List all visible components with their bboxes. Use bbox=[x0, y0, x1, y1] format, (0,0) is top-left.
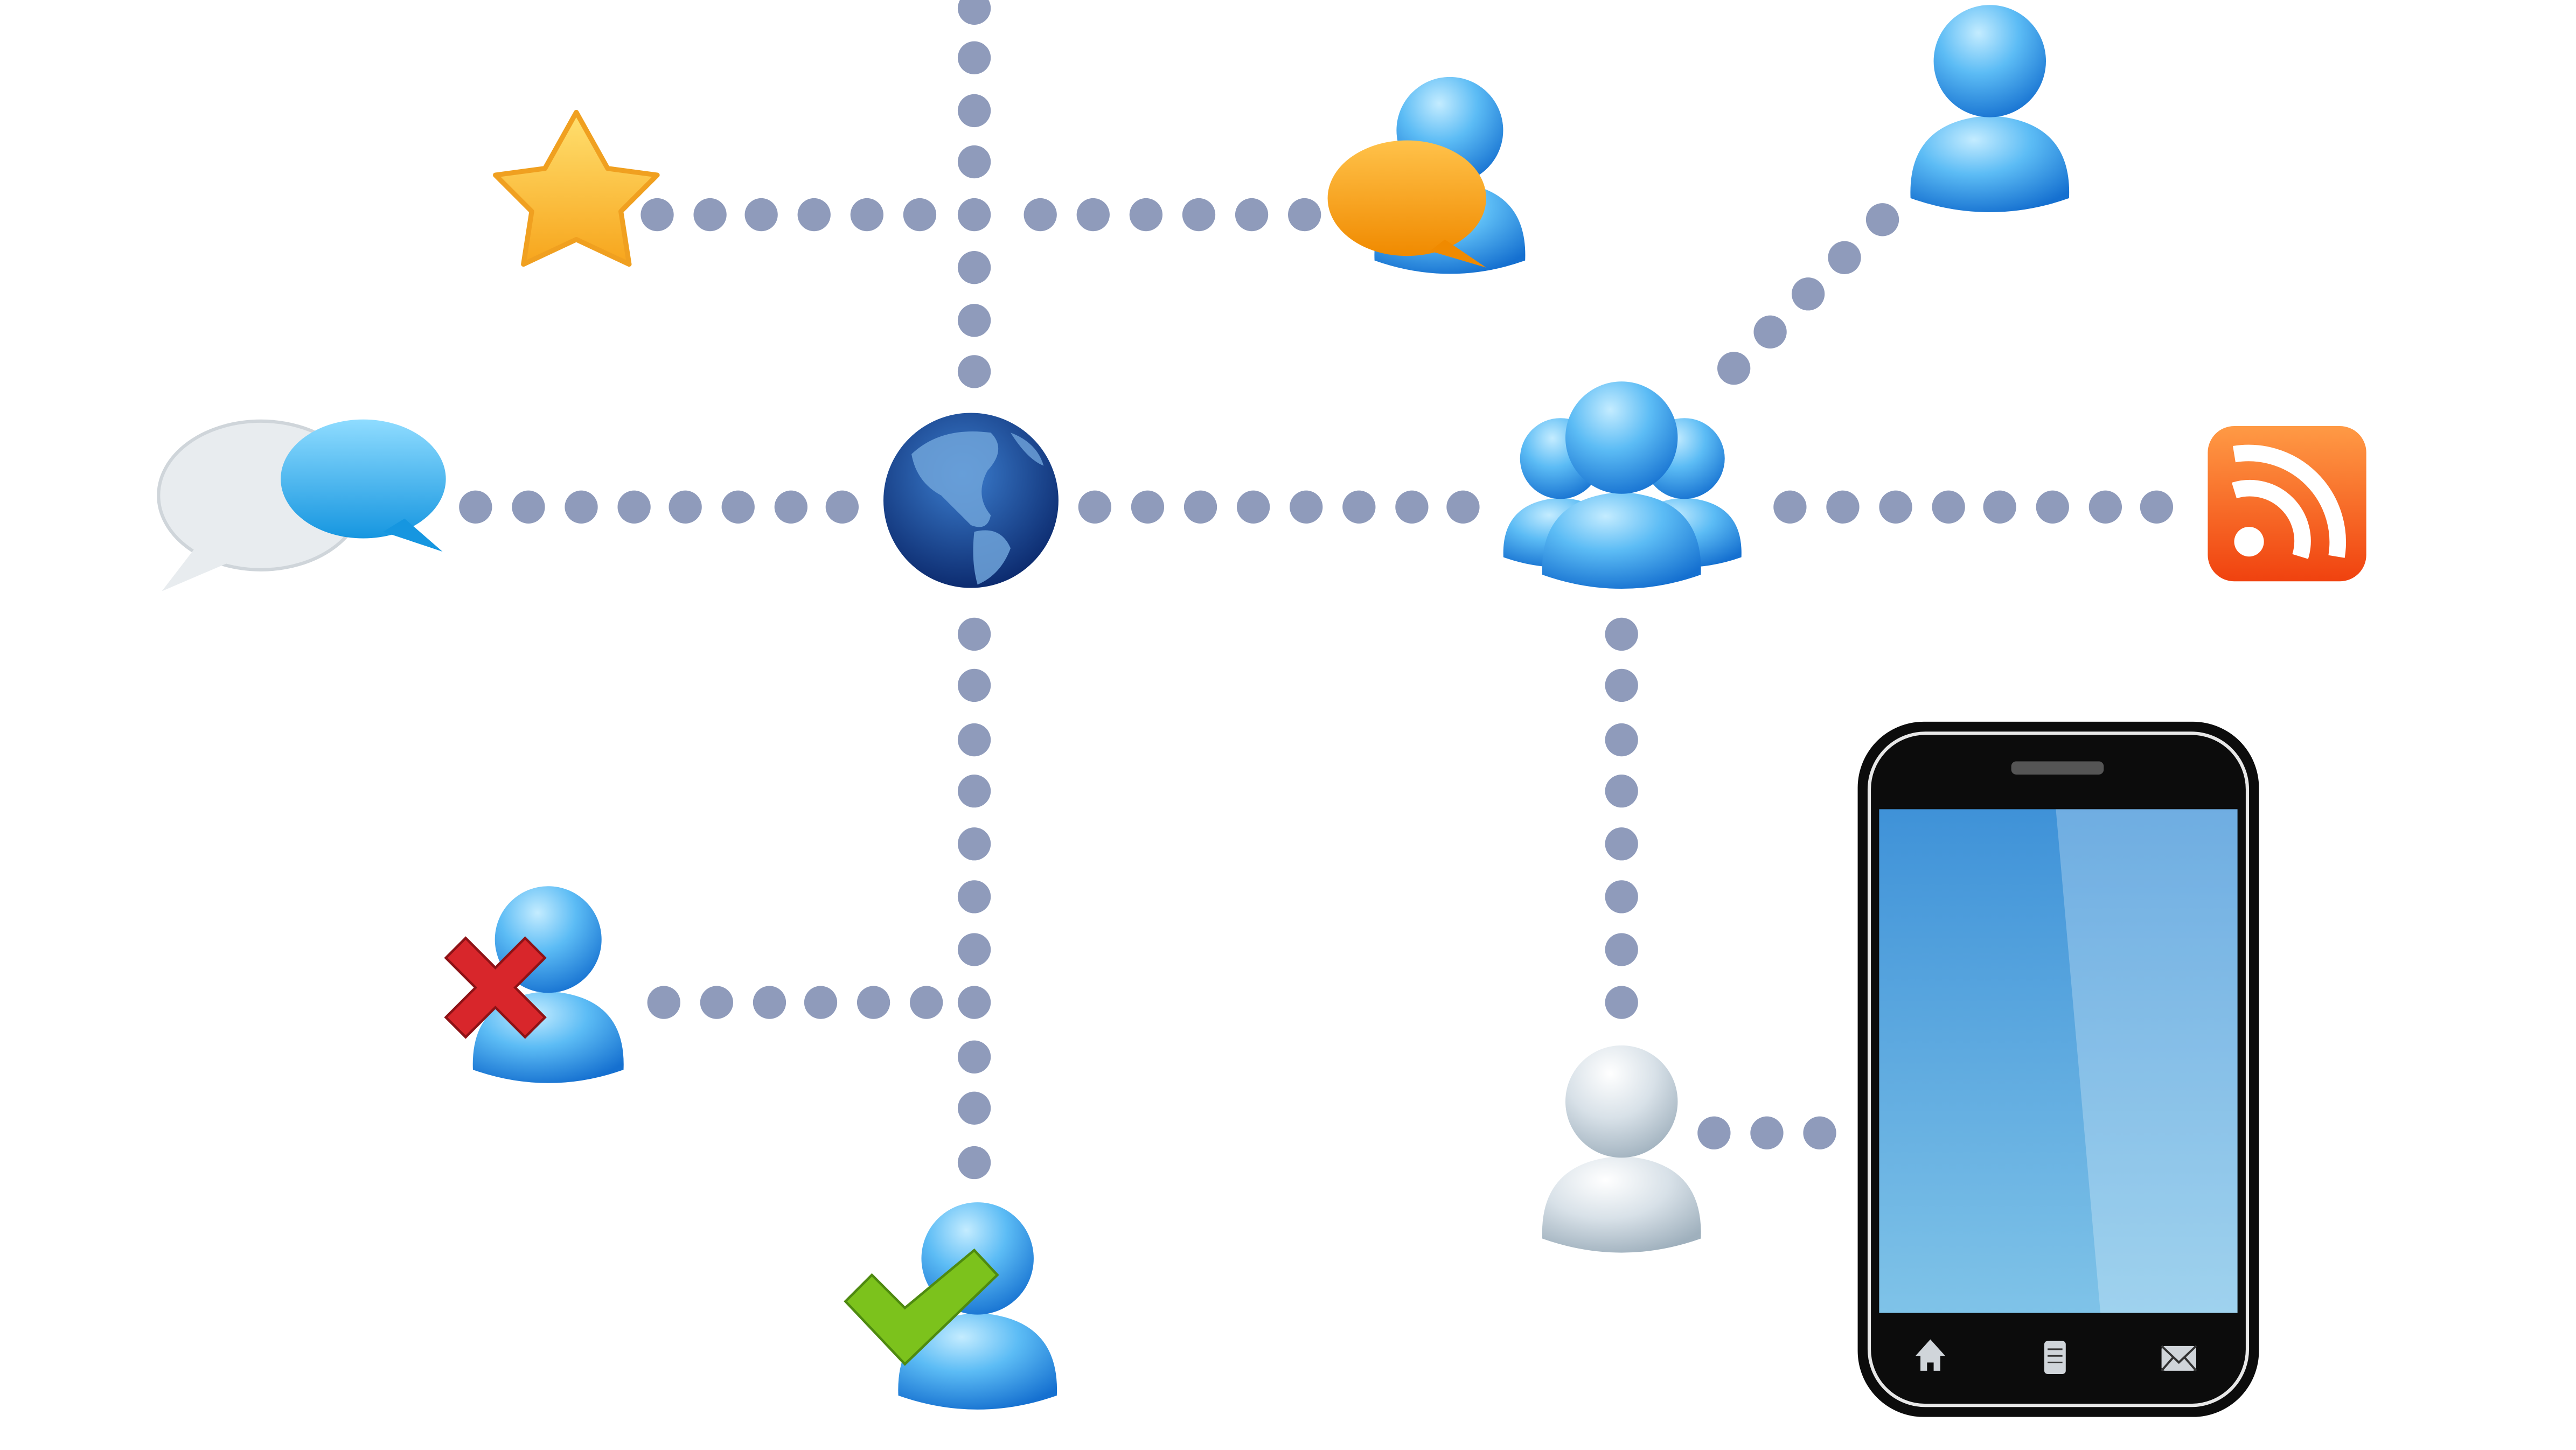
document-icon[interactable] bbox=[2044, 1341, 2066, 1374]
user-icon[interactable] bbox=[1542, 381, 1701, 589]
connector-dot bbox=[957, 774, 991, 808]
connector-dot bbox=[774, 490, 807, 524]
connector-dot bbox=[797, 198, 831, 232]
connector-dot bbox=[512, 490, 545, 524]
connector-dot bbox=[957, 986, 991, 1019]
connector-dot bbox=[957, 355, 991, 388]
connector-dot bbox=[957, 723, 991, 757]
connector-dot bbox=[957, 0, 991, 25]
connector-dot bbox=[957, 827, 991, 861]
connector-dot bbox=[910, 986, 943, 1019]
connector-dot bbox=[1131, 490, 1165, 524]
speech-bubble-icon bbox=[1327, 140, 1486, 268]
connector-dot bbox=[744, 198, 778, 232]
connector-dot bbox=[957, 1091, 991, 1125]
connector-dot bbox=[647, 986, 680, 1019]
connector-dot bbox=[957, 1040, 991, 1073]
connector-dot bbox=[1446, 490, 1480, 524]
connector-dot bbox=[1879, 490, 1912, 524]
connector-dot bbox=[957, 880, 991, 914]
connector-dot bbox=[1078, 490, 1112, 524]
connector-dot bbox=[957, 198, 991, 232]
connector-dot bbox=[1183, 490, 1217, 524]
connector-dot bbox=[957, 668, 991, 702]
connector-dot bbox=[957, 617, 991, 651]
remove-icon bbox=[444, 936, 547, 1039]
connector-dot bbox=[1803, 1116, 1836, 1149]
chat-bubbles-icon[interactable] bbox=[157, 419, 446, 591]
user-group-icon[interactable] bbox=[1503, 381, 1742, 589]
connector-dot bbox=[1865, 203, 1899, 236]
connector-dot bbox=[1290, 490, 1323, 524]
connector-dot bbox=[2088, 490, 2122, 524]
connector-dot bbox=[1288, 198, 1321, 232]
connector-dot bbox=[1791, 277, 1825, 311]
connector-dot bbox=[1773, 490, 1807, 524]
connector-dot bbox=[2140, 490, 2174, 524]
connector-dot bbox=[1750, 1116, 1784, 1149]
connector-dot bbox=[957, 1146, 991, 1180]
connector-dot bbox=[1129, 198, 1163, 232]
connector-dot bbox=[850, 198, 883, 232]
connector-dot bbox=[1983, 490, 2016, 524]
star-icon[interactable] bbox=[493, 109, 660, 267]
connector-dot bbox=[957, 251, 991, 284]
connector-dot bbox=[1697, 1116, 1731, 1149]
connector-dot bbox=[693, 198, 727, 232]
connector-dot bbox=[640, 198, 674, 232]
connector-dot bbox=[1753, 315, 1787, 348]
connector-dot bbox=[1826, 490, 1860, 524]
connector-dot bbox=[1076, 198, 1110, 232]
mail-icon[interactable] bbox=[2161, 1345, 2197, 1372]
connector-dots bbox=[459, 0, 2174, 1180]
connector-dot bbox=[1605, 617, 1638, 651]
phone-screen[interactable] bbox=[1879, 809, 2238, 1313]
connector-dot bbox=[565, 490, 598, 524]
connector-dot bbox=[2036, 490, 2069, 524]
connector-dot bbox=[1235, 198, 1269, 232]
connector-dot bbox=[1605, 880, 1638, 914]
connector-dot bbox=[903, 198, 937, 232]
connector-dot bbox=[1605, 933, 1638, 966]
connector-dot bbox=[1342, 490, 1376, 524]
connector-dot bbox=[957, 304, 991, 337]
checkmark-icon bbox=[844, 1248, 999, 1366]
connector-dot bbox=[1605, 986, 1638, 1019]
connector-dot bbox=[1605, 723, 1638, 757]
user-icon[interactable] bbox=[1910, 5, 2070, 212]
globe-icon[interactable] bbox=[883, 413, 1059, 588]
connector-dot bbox=[804, 986, 838, 1019]
connector-dot bbox=[1605, 827, 1638, 861]
smartphone-icon[interactable] bbox=[1857, 721, 2259, 1417]
connector-dot bbox=[1395, 490, 1429, 524]
connector-dot bbox=[1932, 490, 1965, 524]
user-offline-icon[interactable] bbox=[1542, 1045, 1701, 1253]
rss-icon[interactable] bbox=[2208, 426, 2366, 582]
connector-dot bbox=[753, 986, 786, 1019]
connector-dot bbox=[669, 490, 702, 524]
connector-dot bbox=[957, 933, 991, 966]
connector-dot bbox=[857, 986, 890, 1019]
connector-dot bbox=[617, 490, 651, 524]
connector-dot bbox=[825, 490, 859, 524]
connector-dot bbox=[957, 41, 991, 74]
connector-dot bbox=[1828, 241, 1861, 274]
connector-dot bbox=[1605, 668, 1638, 702]
connector-dot bbox=[1024, 198, 1057, 232]
connector-dot bbox=[721, 490, 755, 524]
connector-dot bbox=[1605, 774, 1638, 808]
connector-dot bbox=[957, 94, 991, 128]
connector-dot bbox=[1236, 490, 1270, 524]
connector-dot bbox=[957, 145, 991, 179]
connector-dot bbox=[459, 490, 492, 524]
connector-dot bbox=[1717, 352, 1751, 385]
connector-dot bbox=[1182, 198, 1216, 232]
connector-dot bbox=[700, 986, 734, 1019]
home-icon[interactable] bbox=[1915, 1339, 1946, 1371]
